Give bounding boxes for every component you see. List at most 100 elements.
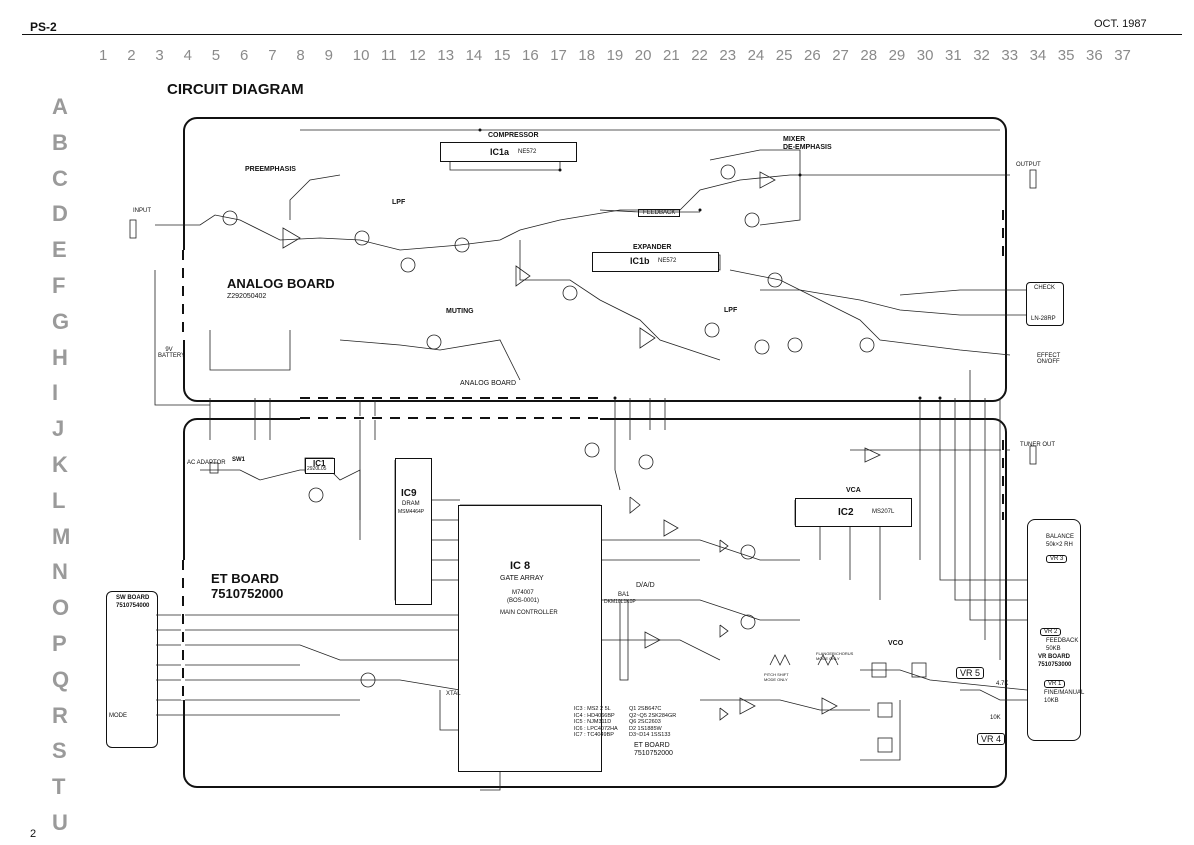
sw-board-outline — [106, 591, 158, 748]
ic1b-part-label: NE572 — [658, 258, 677, 264]
ic1b-chip — [592, 252, 719, 272]
vr-board-outline — [1027, 519, 1081, 741]
part-entry: IC7 : TC4049BP — [574, 732, 614, 738]
ic2-label: IC2 — [838, 507, 854, 518]
column-number: 5 — [211, 47, 221, 64]
ic1b-label: IC1b — [630, 256, 650, 266]
fine-val-label: 10KB — [1044, 698, 1059, 704]
r10k-label: 10K — [990, 715, 1001, 721]
ic9-chip — [395, 458, 432, 605]
part-entry: D3~D14 1SS133 — [629, 732, 671, 738]
row-letter: K — [52, 452, 68, 477]
row-letter: S — [52, 738, 67, 764]
column-number: 35 — [1057, 47, 1075, 64]
vr4-label: VR 4 — [977, 733, 1006, 745]
column-number: 26 — [804, 47, 821, 64]
vco-label: VCO — [888, 640, 904, 647]
ic8-role-label: MAIN CONTROLLER — [500, 610, 558, 616]
part-entry: D2 1S1885W — [629, 725, 662, 732]
et-footer-code: 7510752000 — [634, 750, 673, 757]
ic1a-label: IC1a — [490, 147, 510, 157]
ic8-part-label: M74007 — [512, 590, 534, 596]
vr5-label: VR 5 — [956, 667, 985, 679]
part-entry: IC4 : HD4066BP — [574, 712, 615, 719]
fine-manual-label: FINE/MANUAL — [1044, 690, 1085, 696]
column-number: 11 — [381, 47, 397, 64]
mode-label: MODE — [109, 713, 127, 719]
mixer-label: MIXER — [783, 136, 806, 143]
effect-label: EFFECT ON/OFF — [1037, 353, 1061, 365]
row-letter: D — [52, 201, 68, 227]
column-number: 8 — [296, 47, 305, 64]
column-number: 16 — [522, 47, 539, 64]
ic1-label: IC1 — [313, 459, 326, 468]
flanger-label: FLANGER/CHORUS MODE ONLY — [816, 651, 854, 661]
part-entry: IC6 : LPC4072HA — [574, 725, 618, 732]
column-number: 17 — [550, 47, 567, 64]
ic1a-part-label: NE572 — [518, 149, 537, 155]
analog-board-code: Z292050402 — [227, 293, 267, 300]
ic8-label: IC 8 — [510, 560, 531, 572]
expander-label: EXPANDER — [633, 244, 672, 251]
page-number: 2 — [30, 828, 37, 840]
row-letter: L — [52, 487, 66, 513]
analog-board-name: ANALOG BOARD — [227, 276, 335, 291]
column-number: 33 — [1001, 47, 1019, 64]
ic9-part-label: MSM4464P — [398, 509, 425, 515]
column-number: 31 — [945, 47, 962, 64]
row-letter: O — [52, 595, 70, 621]
row-letter: U — [52, 810, 68, 835]
ac-adaptor-label: AC ADAPTOR — [187, 460, 226, 466]
output-label: OUTPUT — [1016, 162, 1041, 168]
de-emphasis-label: DE-EMPHASIS — [783, 144, 832, 151]
row-letter: J — [52, 416, 65, 442]
gate-array-label: GATE ARRAY — [500, 575, 544, 582]
row-letter: N — [52, 559, 68, 585]
date-label: OCT. 1987 — [1094, 18, 1147, 30]
muting-label: MUTING — [446, 308, 474, 315]
ic8-chip — [458, 505, 602, 772]
column-number: 15 — [493, 47, 511, 64]
header-rule — [22, 34, 1182, 35]
row-letter: I — [52, 380, 59, 406]
feedback-vr-label: FEEDBACK — [1046, 638, 1079, 644]
column-number: 18 — [578, 47, 596, 64]
part-entry: IC3 : MS2 2 5L — [574, 706, 611, 712]
column-number: 22 — [691, 47, 708, 64]
column-number: 9 — [324, 47, 333, 64]
vr-board-code: 7510753000 — [1038, 662, 1072, 668]
column-number: 23 — [719, 47, 737, 64]
row-letter: A — [52, 94, 68, 119]
column-number: 27 — [832, 47, 849, 64]
ic9-label: IC9 — [401, 488, 417, 499]
vr3-label: VR 3 — [1046, 555, 1068, 563]
compressor-label: COMPRESSOR — [488, 132, 539, 139]
row-letter: F — [52, 273, 66, 298]
column-number: 2 — [127, 47, 136, 64]
preemphasis-label: PREEMPHASIS — [245, 166, 296, 173]
column-number: 37 — [1114, 47, 1131, 64]
dad-label: D/A/D — [636, 582, 655, 589]
input-label: INPUT — [133, 208, 151, 214]
column-number: 19 — [606, 47, 624, 64]
column-number: 32 — [973, 47, 990, 64]
page-label: PS-2 — [30, 20, 57, 34]
et-board-code: 7510752000 — [211, 586, 284, 601]
row-letter: H — [52, 344, 68, 370]
feedback-val-label: 50KB — [1046, 646, 1061, 652]
column-number: 10 — [352, 47, 370, 64]
column-number: 25 — [775, 47, 793, 64]
ba1-part-label: DKM10L1K0P — [604, 599, 636, 605]
feedback-label: FEEDBACK — [638, 209, 681, 217]
column-number: 21 — [663, 47, 680, 64]
part-entry: Q6 2SC2603 — [629, 719, 661, 725]
vr1-label: VR 1 — [1044, 680, 1066, 688]
column-number: 24 — [747, 47, 765, 64]
balance-val-label: 50k×2 RH — [1046, 542, 1073, 548]
row-letter: R — [52, 702, 68, 728]
ic2-chip — [795, 498, 912, 527]
column-number: 30 — [916, 47, 934, 64]
